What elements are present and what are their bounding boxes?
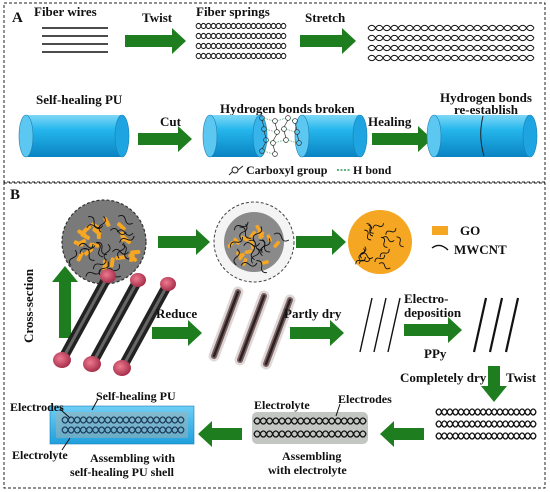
electrolyte-assembly [252,412,368,444]
arrow-down-twist [481,366,507,402]
self-healing-shell-assembly [49,405,195,445]
pu-cylinder [18,114,130,158]
partly-dry-label: Partly dry [284,306,342,321]
arrow-stretch [300,28,356,54]
arrow-partly-dry [290,320,344,346]
cut-label: Cut [160,114,182,129]
cross-section-circle-1 [61,199,147,285]
electrolyte-label-left: Electrolyte [12,448,68,462]
stretch-label: Stretch [305,10,346,25]
assembling-shell-label-1: Assembling with [90,451,175,465]
arrow-to-shell [198,421,242,447]
reduced-fibers [208,286,296,370]
assembling-electrolyte-label-1: Assembling [282,449,341,463]
stretched-springs [367,24,535,62]
electrolyte-pointer-left [61,437,71,451]
pu-pointer [91,398,99,411]
healed-cylinder [426,114,538,158]
twisted-springs [435,408,537,440]
arrow-reduce [152,320,202,346]
hbonds-reestablish-label-2: re-establish [454,102,519,117]
mwcnt-legend-swatch [431,244,449,251]
cross-section-circle-3 [348,210,412,274]
mwcnt-legend-label: MWCNT [454,242,507,257]
arrow-cut [138,126,192,152]
healing-label: Healing [368,114,412,129]
assembling-electrolyte-label-2: with electrolyte [268,463,347,477]
self-healing-pu-label-a: Self-healing PU [36,92,123,107]
electrodes-pointer-left [59,408,71,419]
cut-cylinder [202,114,368,158]
arrow-cs-2 [296,229,346,255]
cross-section-circle-2 [213,201,295,283]
assembling-shell-label-2: self-healing PU shell [70,465,175,479]
dried-fibers [359,297,401,353]
arrow-up-cross-section [52,266,78,338]
panel-a-border [3,2,546,183]
carboxyl-group-legend-icon [228,165,244,176]
electrodes-label-left: Electrodes [10,400,64,414]
hbonds-broken-label: Hydrogen bonds broken [220,101,355,116]
ppy-label: PPy [424,346,447,361]
arrow-electrodeposition [404,317,462,343]
electrodeposition-label-2: deposition [404,305,462,320]
electrodeposition-label-1: Electro- [404,291,449,306]
electrodes-pointer-mid [335,403,341,417]
completely-dry-label: Completely dry [400,370,487,385]
twist-label-a: Twist [142,10,173,25]
self-healing-pu-label-b: Self-healing PU [96,389,176,403]
carboxyl-group-label: Carboxyl group [246,163,328,177]
hbonds-reestablish-label-1: Hydrogen bonds [440,90,532,105]
fiber-springs [195,22,287,60]
fiber-wires [42,27,108,53]
electrodes-label-mid: Electrodes [338,392,392,406]
go-mwcnt-fibers [53,269,176,376]
panel-b-letter: B [10,187,20,203]
fiber-springs-label: Fiber springs [196,4,270,19]
ppy-coated-fibers [472,297,520,353]
arrow-twist [125,28,186,54]
arrow-healing [372,126,432,152]
panel-b-border [3,182,546,489]
hydrogen-bond-network [259,115,302,157]
h-bond-label: H bond [353,163,392,177]
panel-a-letter: A [12,10,23,26]
twist-label-b: Twist [506,370,537,385]
go-legend-swatch [432,226,448,235]
cross-section-label: Cross-section [21,268,36,343]
electrolyte-label-mid: Electrolyte [254,398,310,412]
fiber-wires-label: Fiber wires [34,4,97,19]
arrow-to-electrolyte [380,421,424,447]
reduce-label: Reduce [156,306,197,321]
arrow-cs-1 [158,229,210,255]
go-legend-label: GO [460,223,480,238]
